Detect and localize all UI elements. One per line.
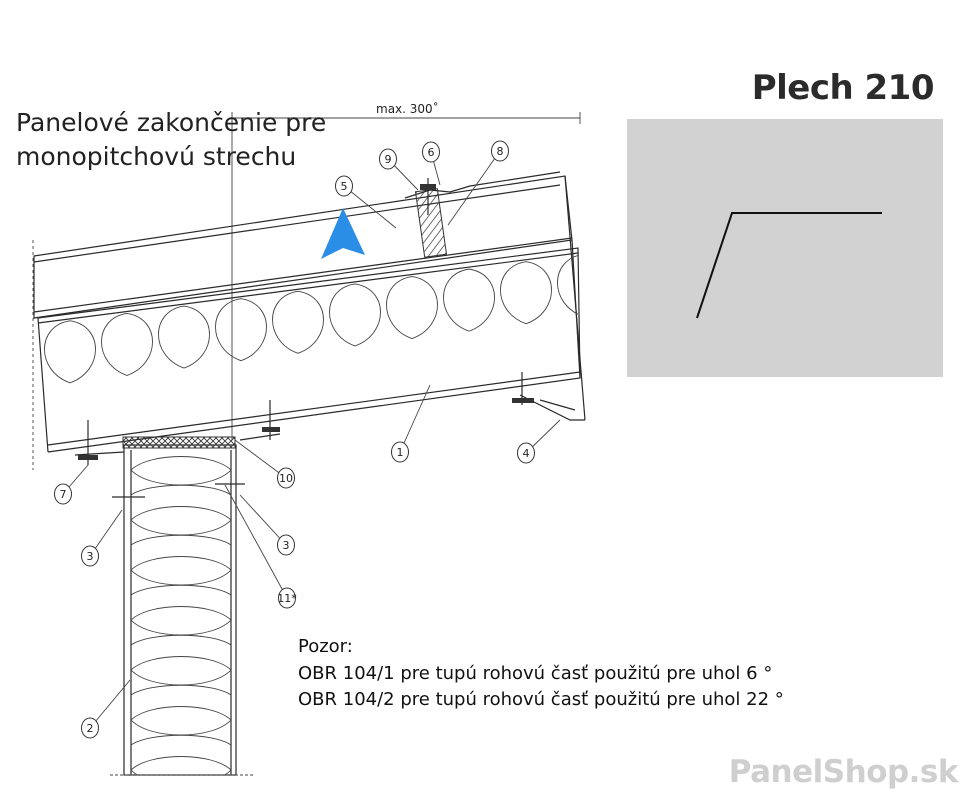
note-line-2: OBR 104/2 pre tupú rohovú časť použitú p… — [298, 689, 784, 710]
eave-flashing — [512, 372, 585, 421]
brand-watermark: PanelShop.sk — [728, 754, 959, 790]
roof-panel — [32, 175, 586, 470]
callout-5: 4 — [517, 419, 561, 464]
title-line-1: Panelové zakončenie pre — [16, 108, 327, 137]
callout-tags: 1 2 3 3 4 5 6 7 8 9 10 11* — [54, 140, 561, 739]
insulation-cell — [131, 506, 231, 546]
arrow-marker-icon — [321, 208, 365, 259]
callout-label: 10 — [279, 472, 293, 485]
callout-label: 2 — [87, 722, 94, 735]
insulation-cell — [101, 313, 153, 376]
insulation-cell — [443, 268, 495, 332]
callout-9: 8 — [447, 140, 509, 226]
note-heading: Pozor: — [298, 636, 353, 657]
sheet-profile-shape — [696, 212, 882, 319]
callout-label: 7 — [60, 488, 67, 501]
roof-insulation — [44, 253, 578, 384]
callout-12: 11* — [224, 484, 297, 609]
insulation-cell — [158, 305, 210, 369]
callout-1: 1 — [391, 384, 431, 463]
insulation-cell — [329, 283, 381, 347]
insulation-cell — [131, 656, 231, 696]
callout-label: 8 — [497, 145, 504, 158]
insulation-cell — [131, 456, 231, 496]
callout-label: 1 — [397, 446, 404, 459]
callout-label: 11* — [277, 592, 297, 605]
callout-label: 5 — [341, 180, 348, 193]
product-code: Plech 210 — [751, 68, 935, 108]
insulation-cell — [386, 276, 438, 339]
insulation-cell — [131, 606, 231, 646]
callout-6: 5 — [335, 175, 397, 229]
profile-preview — [627, 119, 943, 377]
callout-10: 9 — [379, 148, 419, 191]
callout-4: 3 — [239, 494, 295, 556]
callout-label: 4 — [523, 447, 530, 460]
insulation-cell — [131, 756, 231, 775]
title-line-2: monopitchovú strechu — [16, 142, 297, 171]
insulation-cell — [272, 290, 324, 354]
fasteners — [74, 400, 281, 498]
insulation-cell — [131, 706, 231, 746]
callout-11: 10 — [234, 439, 295, 489]
insulation-cell — [215, 298, 267, 362]
callout-label: 6 — [428, 146, 435, 159]
callout-label: 3 — [87, 550, 94, 563]
dimension-label: max. 300˚ — [376, 101, 439, 116]
callout-3: 3 — [81, 509, 123, 567]
note-block: Pozor: OBR 104/1 pre tupú rohovú časť po… — [298, 634, 784, 714]
insulation-cell — [500, 261, 552, 325]
callout-8: 7 — [54, 464, 89, 505]
diagram-title: Panelové zakončenie pre monopitchovú str… — [16, 106, 326, 174]
insulation-cell — [557, 253, 578, 317]
callout-2: 2 — [81, 679, 131, 739]
wall-panel — [110, 436, 255, 776]
callout-7: 6 — [422, 141, 441, 186]
note-line-1: OBR 104/1 pre tupú rohovú časť použitú p… — [298, 662, 773, 684]
insulation-cell — [44, 320, 96, 384]
ridge-flashing — [404, 171, 561, 258]
callout-label: 9 — [385, 153, 392, 166]
callout-label: 3 — [283, 539, 290, 552]
dimension-max-300: max. 300˚ — [231, 101, 581, 124]
insulation-cell — [131, 556, 231, 596]
